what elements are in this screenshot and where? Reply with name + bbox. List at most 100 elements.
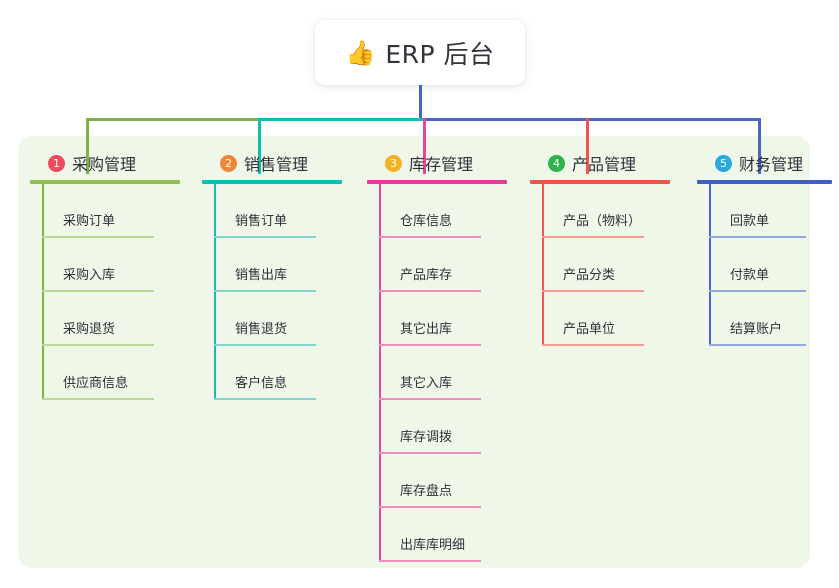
branch-item[interactable]: 回款单 bbox=[697, 184, 832, 238]
branch-column-2: 2 销售管理销售订单销售出库销售退货客户信息 bbox=[202, 150, 342, 400]
branch-item-underline bbox=[379, 398, 481, 400]
branch-item[interactable]: 库存调拨 bbox=[367, 400, 507, 454]
branch-item[interactable]: 销售出库 bbox=[202, 238, 342, 292]
branch-title-5: 财务管理 bbox=[739, 155, 804, 174]
branch-drop-connector-4 bbox=[586, 118, 589, 174]
branch-item-label: 产品单位 bbox=[563, 322, 616, 337]
branch-item-underline bbox=[379, 506, 481, 508]
branch-item[interactable]: 客户信息 bbox=[202, 346, 342, 400]
branch-item[interactable]: 采购退货 bbox=[30, 292, 180, 346]
branch-item-underline bbox=[542, 236, 644, 238]
root-node[interactable]: 👍 ERP 后台 bbox=[315, 20, 525, 85]
branch-item-label: 出库库明细 bbox=[400, 538, 466, 553]
branch-item-underline bbox=[42, 236, 154, 238]
branch-item[interactable]: 出库库明细 bbox=[367, 508, 507, 562]
branch-item-underline bbox=[379, 452, 481, 454]
branch-item[interactable]: 产品（物料） bbox=[530, 184, 670, 238]
branch-item-label: 销售出库 bbox=[235, 268, 288, 283]
branch-item[interactable]: 库存盘点 bbox=[367, 454, 507, 508]
branch-item[interactable]: 付款单 bbox=[697, 238, 832, 292]
branch-item-list-3: 仓库信息产品库存其它出库其它入库库存调拨库存盘点出库库明细 bbox=[367, 184, 507, 562]
branch-item-underline bbox=[214, 398, 316, 400]
branch-item-label: 回款单 bbox=[730, 214, 770, 229]
branch-column-4: 4 产品管理产品（物料） 产品分类产品单位 bbox=[530, 150, 670, 346]
branch-item-label: 采购入库 bbox=[63, 268, 116, 283]
branch-item-underline bbox=[42, 398, 154, 400]
branch-spine-5 bbox=[709, 184, 711, 346]
branch-item[interactable]: 结算账户 bbox=[697, 292, 832, 346]
branch-item-underline bbox=[42, 344, 154, 346]
branch-title-4: 产品管理 bbox=[572, 155, 637, 174]
branch-item[interactable]: 采购入库 bbox=[30, 238, 180, 292]
branch-item-label: 采购退货 bbox=[63, 322, 116, 337]
branch-header-3[interactable]: 3 库存管理 bbox=[367, 150, 507, 176]
branch-item[interactable]: 其它出库 bbox=[367, 292, 507, 346]
branch-item-label: 产品库存 bbox=[400, 268, 453, 283]
bus-segment-1 bbox=[86, 118, 261, 121]
branch-item[interactable]: 采购订单 bbox=[30, 184, 180, 238]
branch-item-label: 库存盘点 bbox=[400, 484, 453, 499]
branch-item[interactable]: 产品库存 bbox=[367, 238, 507, 292]
branch-title-3: 库存管理 bbox=[409, 155, 474, 174]
branch-column-3: 3 库存管理仓库信息产品库存其它出库其它入库库存调拨库存盘点出库库明细 bbox=[367, 150, 507, 562]
branch-item-list-4: 产品（物料） 产品分类产品单位 bbox=[530, 184, 670, 346]
branch-item-underline bbox=[379, 236, 481, 238]
branch-header-1[interactable]: 1 采购管理 bbox=[30, 150, 180, 176]
branch-item-underline bbox=[379, 290, 481, 292]
branch-item-label: 库存调拨 bbox=[400, 430, 453, 445]
branch-drop-connector-1 bbox=[86, 118, 89, 174]
branch-number-badge-1: 1 bbox=[48, 154, 65, 172]
branch-item-underline bbox=[214, 290, 316, 292]
branch-spine-4 bbox=[542, 184, 544, 346]
branch-item-label: 采购订单 bbox=[63, 214, 116, 229]
branch-underline-4 bbox=[530, 180, 670, 184]
branch-item-underline bbox=[379, 344, 481, 346]
root-stem-connector bbox=[419, 85, 422, 121]
bus-segment-3 bbox=[423, 118, 761, 121]
branch-spine-1 bbox=[42, 184, 44, 400]
branch-item-underline bbox=[379, 560, 481, 562]
branch-item-underline bbox=[709, 344, 806, 346]
branch-underline-2 bbox=[202, 180, 342, 184]
branch-item-label: 结算账户 bbox=[730, 322, 783, 337]
branch-title-1: 采购管理 bbox=[72, 155, 137, 174]
branch-item-underline bbox=[42, 290, 154, 292]
branch-underline-1 bbox=[30, 180, 180, 184]
branch-underline-5 bbox=[697, 180, 832, 184]
bus-segment-2 bbox=[258, 118, 426, 121]
branch-item-label: 销售订单 bbox=[235, 214, 288, 229]
branch-drop-connector-3 bbox=[423, 118, 426, 174]
branch-item-underline bbox=[214, 344, 316, 346]
branch-item[interactable]: 销售退货 bbox=[202, 292, 342, 346]
branch-number-badge-2: 2 bbox=[220, 154, 237, 172]
branch-item-label: 其它出库 bbox=[400, 322, 453, 337]
branch-item[interactable]: 销售订单 bbox=[202, 184, 342, 238]
branch-item-list-1: 采购订单采购入库采购退货供应商信息 bbox=[30, 184, 180, 400]
branch-spine-3 bbox=[379, 184, 381, 562]
thumbs-up-icon: 👍 bbox=[345, 38, 376, 67]
branch-item-underline bbox=[709, 290, 806, 292]
branch-item-list-2: 销售订单销售出库销售退货客户信息 bbox=[202, 184, 342, 400]
branch-item[interactable]: 其它入库 bbox=[367, 346, 507, 400]
branch-spine-2 bbox=[214, 184, 216, 400]
branch-item-label: 仓库信息 bbox=[400, 214, 453, 229]
branch-item-underline bbox=[709, 236, 806, 238]
branch-item-label: 产品（物料） bbox=[563, 214, 642, 229]
branch-title-2: 销售管理 bbox=[244, 155, 309, 174]
branch-item[interactable]: 产品分类 bbox=[530, 238, 670, 292]
branch-item[interactable]: 产品单位 bbox=[530, 292, 670, 346]
branch-item-underline bbox=[214, 236, 316, 238]
branch-item[interactable]: 仓库信息 bbox=[367, 184, 507, 238]
branch-item-underline bbox=[542, 290, 644, 292]
branch-item-label: 客户信息 bbox=[235, 376, 288, 391]
branch-item[interactable]: 供应商信息 bbox=[30, 346, 180, 400]
branch-number-badge-4: 4 bbox=[548, 154, 565, 172]
branch-column-1: 1 采购管理采购订单采购入库采购退货供应商信息 bbox=[30, 150, 180, 400]
branch-number-badge-3: 3 bbox=[385, 154, 402, 172]
branch-header-4[interactable]: 4 产品管理 bbox=[530, 150, 670, 176]
branch-underline-3 bbox=[367, 180, 507, 184]
branch-header-2[interactable]: 2 销售管理 bbox=[202, 150, 342, 176]
branch-drop-connector-2 bbox=[258, 118, 261, 174]
